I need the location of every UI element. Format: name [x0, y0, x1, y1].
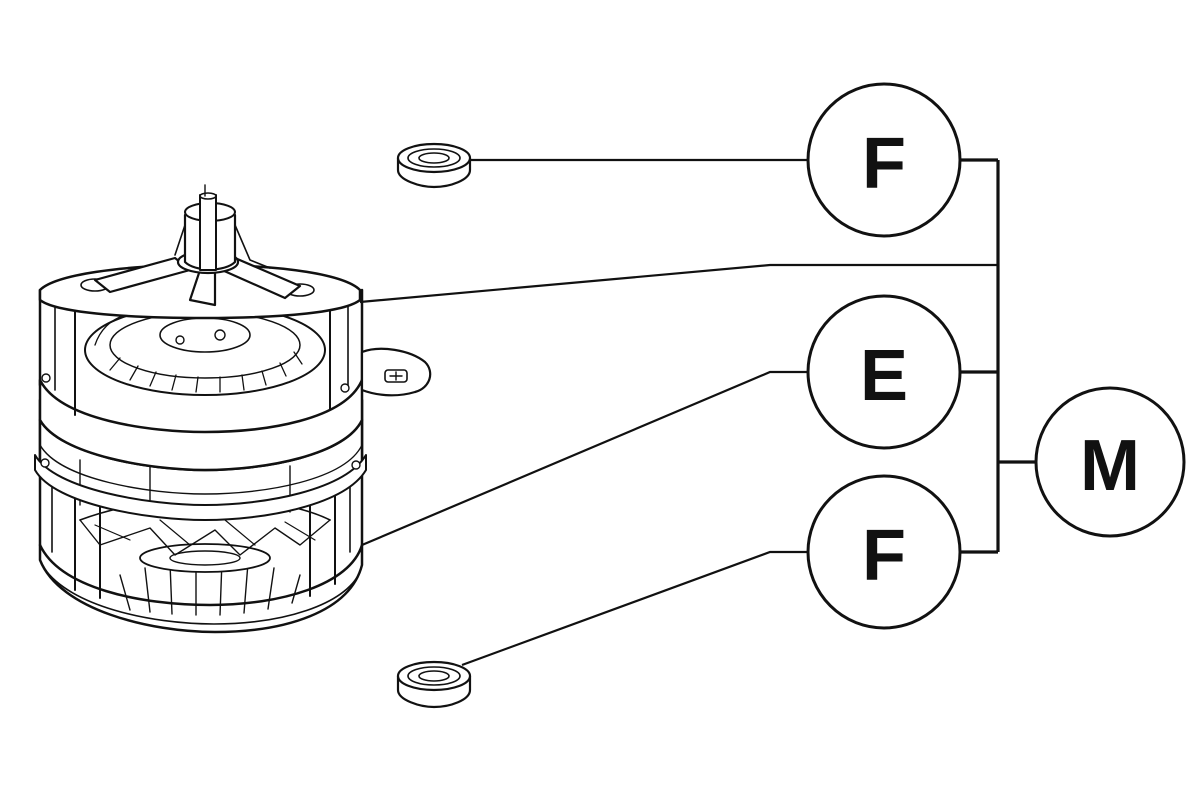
callout-bottom-bearing: F	[806, 474, 962, 630]
leader-bottom-bearing	[461, 550, 808, 667]
callout-top-bearing: F	[806, 82, 962, 238]
bearing-bottom	[396, 660, 472, 709]
callout-letter: E	[860, 336, 908, 416]
callout-assembly: M	[1034, 386, 1186, 538]
bearing-top	[396, 142, 472, 189]
electric-motor	[34, 184, 432, 634]
callout-letter: F	[862, 124, 906, 204]
callout-letter: F	[862, 516, 906, 596]
callout-letter: M	[1080, 426, 1140, 506]
leader-motor-body	[359, 263, 998, 304]
callout-bracket	[960, 158, 1036, 554]
leader-lines	[359, 158, 998, 667]
leader-motor-base	[361, 370, 808, 547]
callout-motor-body: E	[806, 294, 962, 450]
